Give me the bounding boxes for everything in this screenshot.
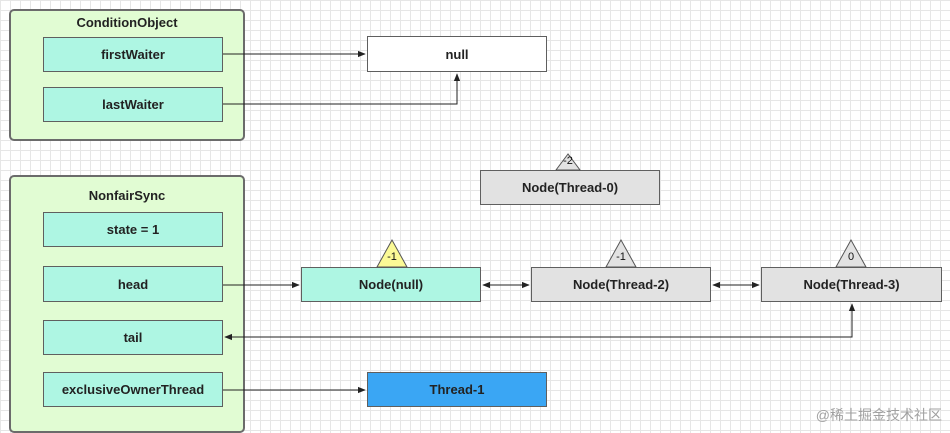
null-box: null xyxy=(367,36,547,72)
wait-status-thread0: -2 xyxy=(563,155,573,167)
watermark: @稀土掘金技术社区 xyxy=(815,407,942,423)
tail-arrow xyxy=(224,303,856,341)
node-thread-0: Node(Thread-0) xyxy=(480,170,660,205)
state-field: state = 1 xyxy=(43,212,223,247)
last-waiter-field: lastWaiter xyxy=(43,87,223,122)
nonfair-sync-title: NonfairSync xyxy=(88,188,166,203)
head-field: head xyxy=(43,266,223,302)
status-triangle-thread3 xyxy=(835,238,867,268)
thread-1-box: Thread-1 xyxy=(367,372,547,407)
node-thread-2: Node(Thread-2) xyxy=(531,267,711,302)
status-triangle-thread2 xyxy=(605,238,637,268)
wait-status-null: -1 xyxy=(387,251,397,263)
tail-field: tail xyxy=(43,320,223,355)
node-thread-3: Node(Thread-3) xyxy=(761,267,942,302)
wait-status-thread2: -1 xyxy=(616,251,626,263)
condition-object-title: ConditionObject xyxy=(76,15,178,30)
status-triangle-thread0 xyxy=(555,153,581,171)
first-waiter-field: firstWaiter xyxy=(43,37,223,72)
exclusive-owner-thread-field: exclusiveOwnerThread xyxy=(43,372,223,407)
last-waiter-arrow xyxy=(223,73,461,105)
status-triangle-null xyxy=(376,238,408,268)
wait-status-thread3: 0 xyxy=(847,251,855,263)
